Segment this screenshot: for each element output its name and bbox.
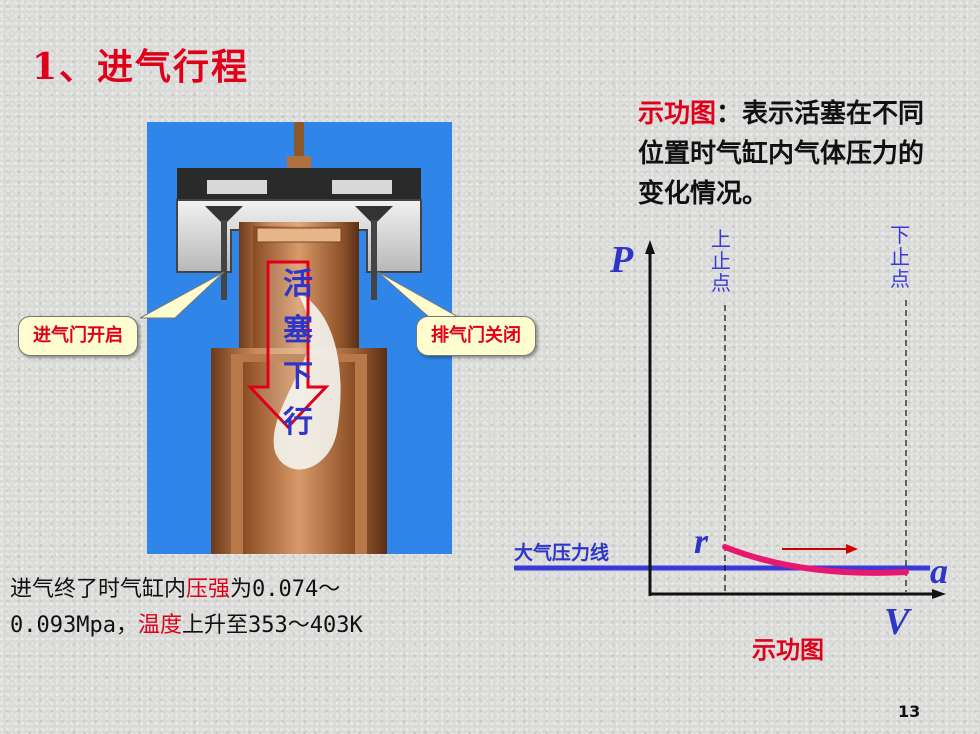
point-r-label: r xyxy=(694,521,709,561)
exhaust-valve-closed-label: 排气门关闭 xyxy=(416,316,536,356)
piston-char-4: 行 xyxy=(283,405,313,440)
piston-char-3: 下 xyxy=(283,359,313,394)
description-text: ：表示活塞在不同位置时气缸内气体压力的变化情况。 xyxy=(638,99,925,209)
tdc-label: 上 止 点 xyxy=(711,227,731,295)
piston-down-label: 活 塞 下 行 xyxy=(282,262,314,446)
atmospheric-line-label: 大气压力线 xyxy=(514,542,610,564)
v-axis-arrow xyxy=(932,589,946,599)
pv-description: 示功图：表示活塞在不同位置时气缸内气体压力的变化情况。 xyxy=(638,94,938,214)
piston-char-2: 塞 xyxy=(283,313,313,348)
slide-title: 1、进气行程 xyxy=(32,46,250,88)
temperature-word: 温度 xyxy=(137,613,182,638)
intake-curve xyxy=(722,544,909,576)
bdc-label: 下 止 点 xyxy=(890,223,910,291)
p-axis-arrow xyxy=(645,240,655,254)
piston-char-1: 活 xyxy=(283,267,313,302)
engine-cylinder-illustration xyxy=(147,122,452,554)
pressure-word: 压强 xyxy=(186,577,231,602)
intake-result-text: 进气终了时气缸内压强为0.074～ 0.093Mpa，温度上升至353～403K xyxy=(10,577,363,638)
p-axis-label: P xyxy=(610,239,634,281)
page-number: 13 xyxy=(898,702,921,721)
point-a-label: a xyxy=(930,551,948,591)
description-highlight: 示功图 xyxy=(638,99,717,129)
pv-diagram-caption: 示功图 xyxy=(752,635,824,664)
intake-valve-open-label: 进气门开启 xyxy=(18,316,138,356)
v-axis-label: V xyxy=(884,601,910,643)
